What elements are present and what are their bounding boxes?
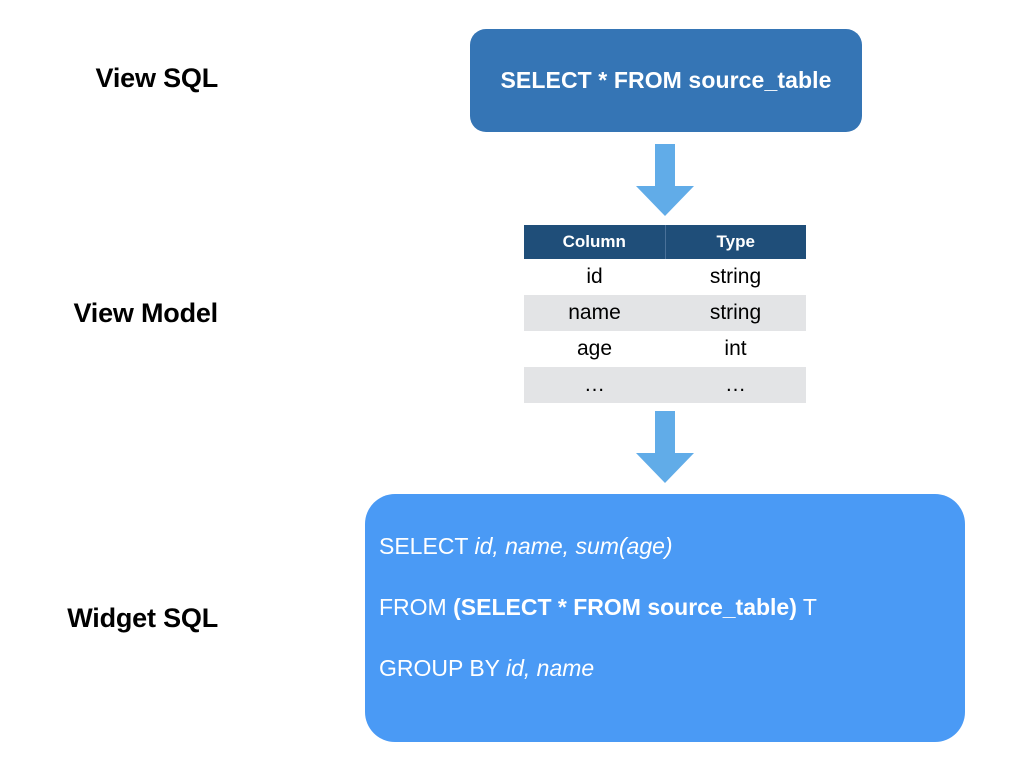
table-row: … … (524, 367, 806, 403)
view-model-schema-table: Column Type id string name string age in… (524, 225, 806, 403)
table-header-type: Type (664, 225, 806, 259)
stage-label-view-model: View Model (73, 298, 218, 328)
stage-label-view-sql: View SQL (95, 63, 219, 93)
view-sql-box: SELECT * FROM source_table (470, 29, 862, 132)
arrow-down-icon (636, 144, 694, 216)
table-header-row: Column Type (524, 225, 806, 259)
table-cell-column: name (524, 295, 665, 331)
table-cell-type: string (665, 259, 806, 295)
sql-keyword-groupby: GROUP BY (379, 655, 506, 681)
table-header-column: Column (524, 225, 665, 259)
sql-keyword-select: SELECT (379, 533, 475, 559)
sql-subquery-source: (SELECT * FROM source_table) (453, 594, 797, 620)
table-cell-column: age (524, 331, 665, 367)
table-cell-type: int (665, 331, 806, 367)
table-row: id string (524, 259, 806, 295)
table-row: name string (524, 295, 806, 331)
table-cell-column: id (524, 259, 665, 295)
table-cell-column: … (524, 367, 665, 403)
view-sql-query-text: SELECT * FROM source_table (500, 67, 832, 93)
sql-identifiers-groupby: id, name (505, 655, 595, 681)
widget-sql-line-from: FROM (SELECT * FROM source_table) T (379, 596, 965, 619)
stage-label-widget-sql: Widget SQL (67, 603, 218, 633)
sql-identifiers-select: id, name, sum(age) (474, 533, 673, 559)
table-cell-type: string (665, 295, 806, 331)
sql-keyword-from: FROM (379, 594, 454, 620)
widget-sql-box: SELECT id, name, sum(age) FROM (SELECT *… (365, 494, 965, 742)
arrow-down-icon (636, 411, 694, 483)
widget-sql-line-groupby: GROUP BY id, name (379, 657, 965, 680)
table-row: age int (524, 331, 806, 367)
table-cell-type: … (665, 367, 806, 403)
sql-alias-t: T (796, 594, 817, 620)
widget-sql-line-select: SELECT id, name, sum(age) (379, 535, 965, 558)
